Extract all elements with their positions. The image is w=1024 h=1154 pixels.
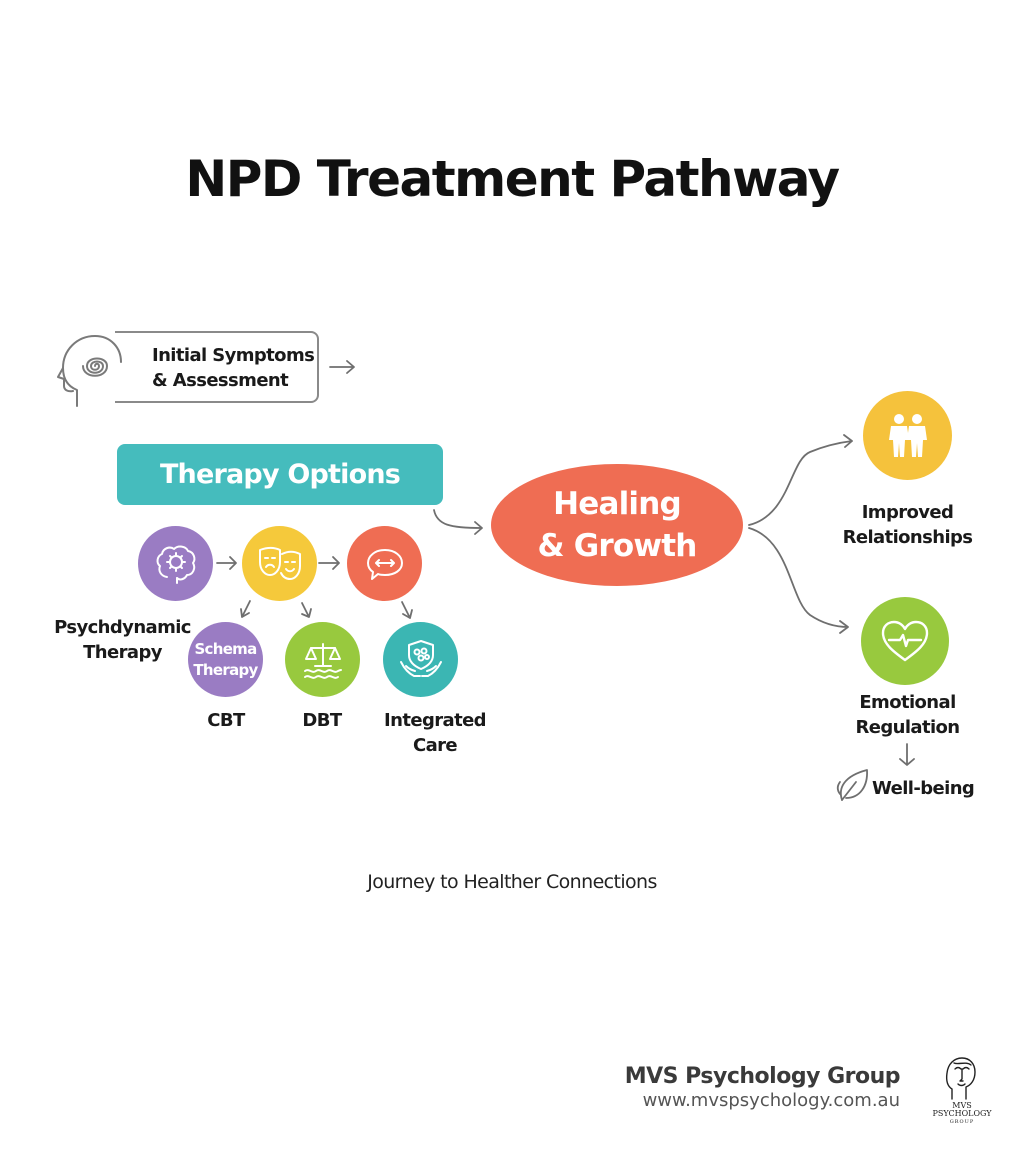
- arrow-to-regulation: [748, 527, 849, 634]
- schema-line-1: Schema: [194, 639, 257, 658]
- dbt-label: DBT: [302, 710, 342, 731]
- schema-therapy-text: Schema Therapy: [193, 639, 258, 681]
- arrow-therapy-1-2: [216, 556, 237, 570]
- masks-circle: [242, 526, 317, 601]
- healing-line-2: & Growth: [537, 528, 698, 564]
- arrow-to-healing: [433, 509, 483, 535]
- psychodynamic-label: Psychdynamic Therapy: [50, 615, 195, 665]
- communication-circle: [347, 526, 422, 601]
- wellbeing-label: Well-being: [872, 778, 975, 799]
- healing-line-1: Healing: [553, 486, 682, 522]
- regulation-line-1: Emotional: [859, 692, 956, 713]
- logo-line-3: GROUP: [949, 1119, 975, 1125]
- psychodynamic-circle: [138, 526, 213, 601]
- arrow-down-2: [301, 602, 312, 618]
- arrow-to-wellbeing: [899, 743, 915, 766]
- arrow-therapy-2-3: [318, 556, 340, 570]
- heart-pulse-icon: [881, 620, 929, 662]
- cbt-label: CBT: [207, 710, 245, 731]
- journey-caption: Journey to Healther Connections: [367, 871, 657, 893]
- relationships-label: Improved Relationships: [835, 500, 980, 550]
- dbt-circle: [285, 622, 360, 697]
- therapy-options-banner: Therapy Options: [117, 444, 443, 505]
- symptoms-label: Initial Symptoms & Assessment: [152, 343, 322, 393]
- hands-shield-icon: [399, 639, 442, 677]
- healing-growth-node: Healing & Growth: [491, 464, 743, 586]
- brain-gear-icon: [156, 545, 195, 584]
- schema-therapy-circle: Schema Therapy: [188, 622, 263, 697]
- logo-line-1: MVS: [952, 1101, 972, 1110]
- integrated-care-circle: [383, 622, 458, 697]
- page-title: NPD Treatment Pathway: [185, 150, 840, 208]
- regulation-circle: [861, 597, 949, 685]
- theater-masks-icon: [258, 546, 301, 580]
- head-spiral-icon: [57, 335, 122, 407]
- two-people-icon: [888, 413, 927, 457]
- relationships-line-1: Improved: [861, 502, 954, 523]
- arrow-symptoms: [329, 360, 355, 374]
- arrow-down-3: [401, 601, 413, 619]
- relationships-line-2: Relationships: [842, 527, 973, 548]
- symptoms-line-2: & Assessment: [152, 370, 289, 391]
- arrow-down-1: [240, 600, 251, 618]
- speech-bubble-arrows-icon: [366, 548, 403, 580]
- scales-waves-icon: [303, 642, 342, 679]
- regulation-line-2: Regulation: [855, 717, 960, 738]
- symptoms-line-1: Initial Symptoms: [152, 345, 315, 366]
- psychodynamic-line-2: Therapy: [83, 642, 162, 663]
- symptoms-box: [115, 331, 319, 403]
- relationships-circle: [863, 391, 952, 480]
- leaf-icon: [836, 769, 868, 801]
- brand-url[interactable]: www.mvspsychology.com.au: [642, 1090, 900, 1111]
- arrow-to-relationships: [748, 434, 853, 526]
- logo-line-2: PSYCHOLOGY: [932, 1109, 992, 1118]
- brand-logo-text: MVS PSYCHOLOGY GROUP: [930, 1102, 994, 1126]
- schema-line-2: Therapy: [193, 660, 258, 679]
- psychodynamic-line-1: Psychdynamic: [54, 617, 191, 638]
- regulation-label: Emotional Regulation: [835, 690, 980, 740]
- brand-name: MVS Psychology Group: [624, 1064, 901, 1089]
- integrated-care-label: Integrated Care: [384, 710, 487, 756]
- brand-logo-icon: [945, 1057, 976, 1100]
